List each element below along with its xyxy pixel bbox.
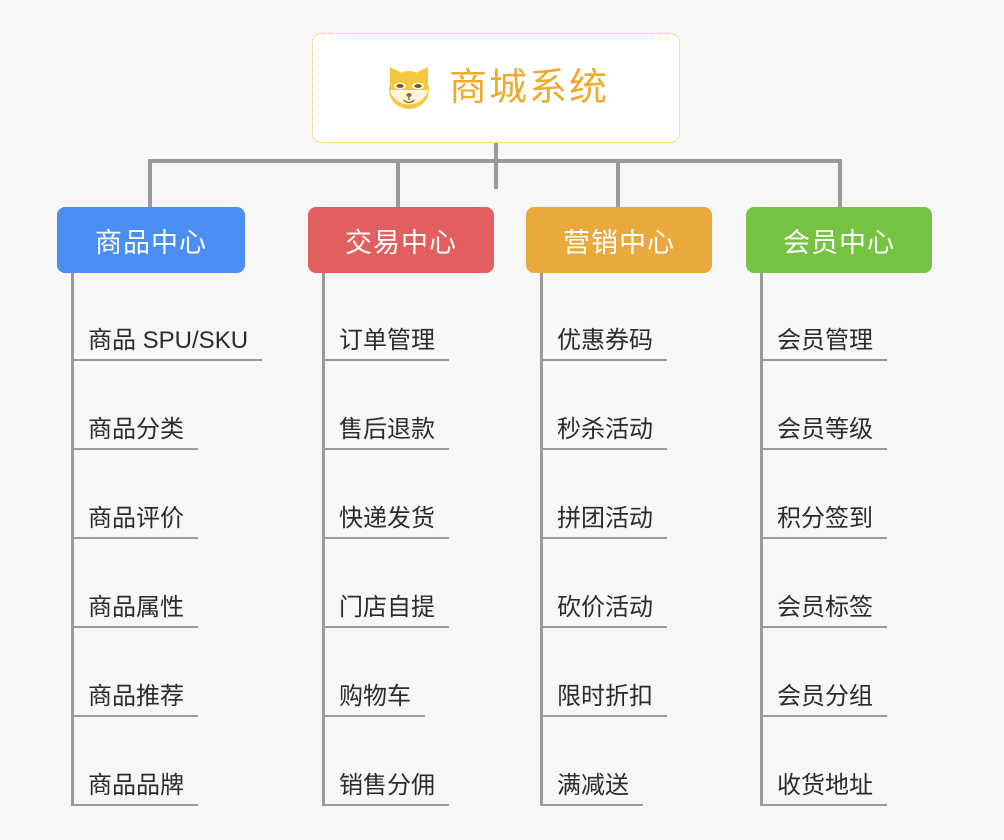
root-node[interactable]: 商城系统 bbox=[312, 33, 680, 143]
list-item[interactable]: 满减送 bbox=[543, 740, 712, 806]
leaf-list-product-center: 商品 SPU/SKU 商品分类 商品评价 商品属性 商品推荐 商品品牌 bbox=[71, 273, 263, 806]
list-item[interactable]: 会员等级 bbox=[763, 384, 932, 450]
connector-horizontal-bus bbox=[148, 159, 842, 163]
leaf-label: 会员管理 bbox=[777, 326, 873, 354]
category-header-member-center[interactable]: 会员中心 bbox=[746, 207, 932, 273]
category-title: 会员中心 bbox=[783, 227, 895, 258]
leaf-label: 满减送 bbox=[557, 771, 629, 799]
list-item[interactable]: 商品推荐 bbox=[74, 651, 245, 717]
branch-marketing-center: 营销中心 优惠券码 秒杀活动 拼团活动 砍价活动 限时折扣 满减送 bbox=[526, 207, 712, 806]
list-item[interactable]: 收货地址 bbox=[763, 740, 932, 806]
leaf-label: 商品属性 bbox=[88, 593, 184, 621]
leaf-label: 商品品牌 bbox=[88, 771, 184, 799]
leaf-label: 订单管理 bbox=[339, 326, 435, 354]
leaf-label: 积分签到 bbox=[777, 504, 873, 532]
leaf-label: 拼团活动 bbox=[557, 504, 653, 532]
leaf-list-trade-center: 订单管理 售后退款 快递发货 门店自提 购物车 销售分佣 bbox=[322, 273, 494, 806]
leaf-label: 收货地址 bbox=[777, 771, 873, 799]
category-header-marketing-center[interactable]: 营销中心 bbox=[526, 207, 712, 273]
leaf-label: 会员标签 bbox=[777, 593, 873, 621]
branch-trade-center: 交易中心 订单管理 售后退款 快递发货 门店自提 购物车 销售分佣 bbox=[308, 207, 494, 806]
connector-branch-4 bbox=[838, 159, 842, 207]
leaf-label: 秒杀活动 bbox=[557, 415, 653, 443]
list-item[interactable]: 积分签到 bbox=[763, 473, 932, 539]
list-item[interactable]: 快递发货 bbox=[325, 473, 494, 539]
list-item[interactable]: 限时折扣 bbox=[543, 651, 712, 717]
list-item[interactable]: 商品分类 bbox=[74, 384, 245, 450]
leaf-list-marketing-center: 优惠券码 秒杀活动 拼团活动 砍价活动 限时折扣 满减送 bbox=[540, 273, 712, 806]
leaf-label: 商品分类 bbox=[88, 415, 184, 443]
list-item[interactable]: 商品属性 bbox=[74, 562, 245, 628]
connector-branch-2 bbox=[396, 159, 400, 207]
leaf-label: 会员等级 bbox=[777, 415, 873, 443]
shiba-dog-face-icon bbox=[383, 62, 435, 114]
leaf-label: 优惠券码 bbox=[557, 326, 653, 354]
list-item[interactable]: 订单管理 bbox=[325, 295, 494, 361]
leaf-label: 门店自提 bbox=[339, 593, 435, 621]
leaf-label: 商品评价 bbox=[88, 504, 184, 532]
branch-product-center: 商品中心 商品 SPU/SKU 商品分类 商品评价 商品属性 商品推荐 商品品牌 bbox=[57, 207, 263, 806]
category-title: 交易中心 bbox=[345, 227, 457, 258]
root-title: 商城系统 bbox=[448, 67, 609, 109]
connector-branch-1 bbox=[148, 159, 152, 207]
list-item[interactable]: 会员分组 bbox=[763, 651, 932, 717]
list-item[interactable]: 砍价活动 bbox=[543, 562, 712, 628]
list-item[interactable]: 门店自提 bbox=[325, 562, 494, 628]
list-item[interactable]: 购物车 bbox=[325, 651, 494, 717]
list-item[interactable]: 销售分佣 bbox=[325, 740, 494, 806]
category-header-product-center[interactable]: 商品中心 bbox=[57, 207, 245, 273]
connector-branch-3 bbox=[616, 159, 620, 207]
list-item[interactable]: 售后退款 bbox=[325, 384, 494, 450]
leaf-label: 购物车 bbox=[339, 682, 411, 710]
leaf-label: 砍价活动 bbox=[557, 593, 653, 621]
category-title: 商品中心 bbox=[95, 227, 207, 258]
connector-root-vertical bbox=[494, 143, 498, 189]
list-item[interactable]: 会员标签 bbox=[763, 562, 932, 628]
leaf-label: 商品推荐 bbox=[88, 682, 184, 710]
leaf-list-member-center: 会员管理 会员等级 积分签到 会员标签 会员分组 收货地址 bbox=[760, 273, 932, 806]
list-item[interactable]: 优惠券码 bbox=[543, 295, 712, 361]
leaf-label: 销售分佣 bbox=[339, 771, 435, 799]
list-item[interactable]: 商品评价 bbox=[74, 473, 245, 539]
list-item[interactable]: 拼团活动 bbox=[543, 473, 712, 539]
category-title: 营销中心 bbox=[563, 227, 675, 258]
branch-member-center: 会员中心 会员管理 会员等级 积分签到 会员标签 会员分组 收货地址 bbox=[746, 207, 932, 806]
list-item[interactable]: 商品品牌 bbox=[74, 740, 245, 806]
list-item[interactable]: 商品 SPU/SKU bbox=[74, 295, 263, 361]
leaf-label: 会员分组 bbox=[777, 682, 873, 710]
list-item[interactable]: 秒杀活动 bbox=[543, 384, 712, 450]
category-header-trade-center[interactable]: 交易中心 bbox=[308, 207, 494, 273]
leaf-label: 售后退款 bbox=[339, 415, 435, 443]
leaf-label: 商品 SPU/SKU bbox=[88, 326, 249, 354]
list-item[interactable]: 会员管理 bbox=[763, 295, 932, 361]
leaf-label: 限时折扣 bbox=[557, 682, 653, 710]
leaf-label: 快递发货 bbox=[339, 504, 435, 532]
